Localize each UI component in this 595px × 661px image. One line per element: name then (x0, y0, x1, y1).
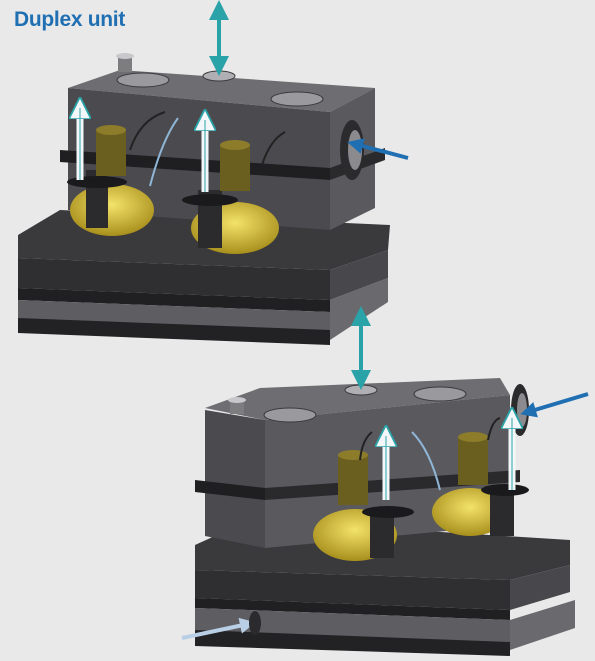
duplex-unit-top (18, 0, 409, 345)
cable (359, 431, 373, 461)
pump-left (313, 450, 414, 561)
diagram-title: Duplex unit (14, 8, 126, 31)
pump-right (432, 432, 529, 536)
cable (487, 417, 501, 441)
cable (129, 111, 166, 151)
duplex-unit-bottom (181, 306, 589, 656)
inlet-arrow (347, 138, 409, 160)
cable (149, 117, 179, 187)
inlet-arrow (520, 392, 589, 418)
top-fittings (116, 53, 324, 107)
base-inlet-port (249, 611, 261, 635)
cable (411, 431, 441, 491)
cable (261, 131, 286, 166)
top-fittings (228, 384, 467, 423)
base-inlet-arrow (181, 617, 256, 640)
side-inlet-flange (340, 120, 364, 180)
pump-right (182, 140, 279, 254)
